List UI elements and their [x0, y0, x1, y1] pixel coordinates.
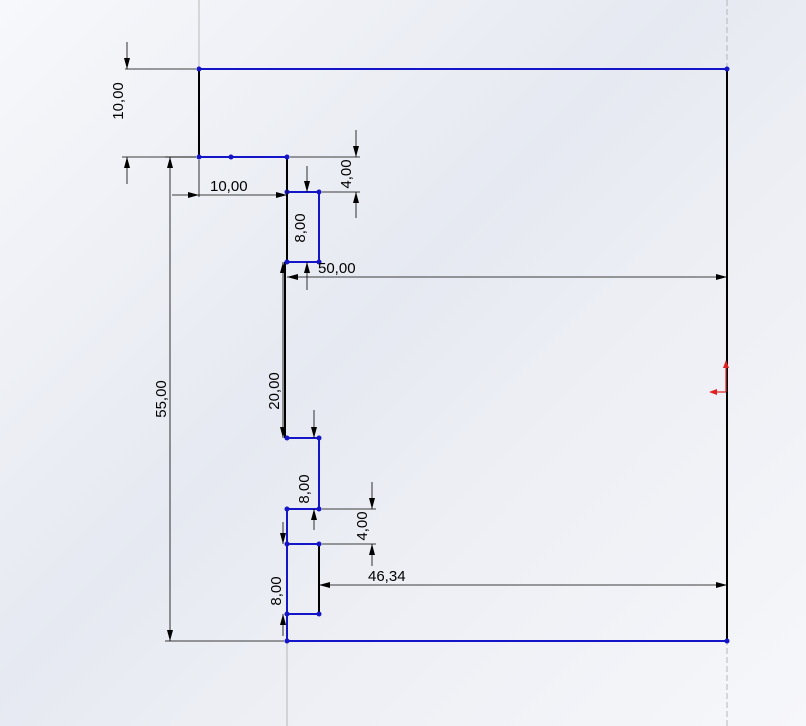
dimension-left-offset[interactable]: 10,00 [172, 160, 288, 198]
dimension-top-height[interactable]: 10,00 [110, 42, 196, 184]
dimension-lower-slot[interactable]: 8,00 [296, 410, 317, 530]
sketch-point[interactable] [284, 611, 290, 617]
dimension-label[interactable]: 46,34 [368, 568, 406, 585]
sketch-point[interactable] [284, 259, 290, 265]
sketch-profile[interactable] [198, 68, 728, 642]
dimension-label[interactable]: 10,00 [210, 178, 248, 195]
dimension-middle-gap[interactable]: 20,00 [266, 262, 286, 438]
dimension-label[interactable]: 55,00 [153, 380, 170, 418]
sketch-point[interactable] [284, 435, 290, 441]
dimension-label[interactable]: 4,00 [338, 159, 355, 188]
sketch-point[interactable] [316, 435, 322, 441]
dimension-label[interactable]: 4,00 [354, 511, 371, 540]
dimension-upper-step[interactable]: 4,00 [290, 130, 360, 218]
dimension-label[interactable]: 8,00 [268, 576, 285, 605]
sketch-point[interactable] [724, 66, 730, 72]
sketch-points[interactable] [196, 66, 730, 644]
sketch-point[interactable] [284, 506, 290, 512]
dimension-upper-slot[interactable]: 8,00 [292, 166, 310, 290]
dimension-label[interactable]: 8,00 [296, 474, 313, 503]
sketch-point[interactable] [724, 638, 730, 644]
dimension-bottom-slot[interactable]: 8,00 [268, 522, 286, 636]
sketch-point[interactable] [316, 259, 322, 265]
sketch-point[interactable] [284, 638, 290, 644]
sketch-point[interactable] [196, 154, 202, 160]
sketch-point[interactable] [316, 506, 322, 512]
dimension-overall-height[interactable]: 55,00 [153, 156, 284, 642]
sketch-point[interactable] [316, 189, 322, 195]
sketch-point[interactable] [284, 154, 290, 160]
dimension-label[interactable]: 10,00 [110, 82, 127, 120]
sketch-point[interactable] [228, 154, 234, 160]
origin-icon[interactable] [709, 360, 729, 395]
dimension-label[interactable]: 8,00 [292, 213, 309, 242]
sketch-point[interactable] [316, 541, 322, 547]
sketch-point[interactable] [196, 66, 202, 72]
dimension-main-width[interactable]: 50,00 [287, 260, 727, 280]
dimension-lower-width[interactable]: 46,34 [319, 568, 727, 588]
sketch-point[interactable] [316, 611, 322, 617]
sketch-point[interactable] [284, 541, 290, 547]
dimension-lower-step[interactable]: 4,00 [322, 482, 376, 566]
dimension-label[interactable]: 20,00 [266, 372, 283, 410]
dimension-label[interactable]: 50,00 [318, 260, 356, 277]
